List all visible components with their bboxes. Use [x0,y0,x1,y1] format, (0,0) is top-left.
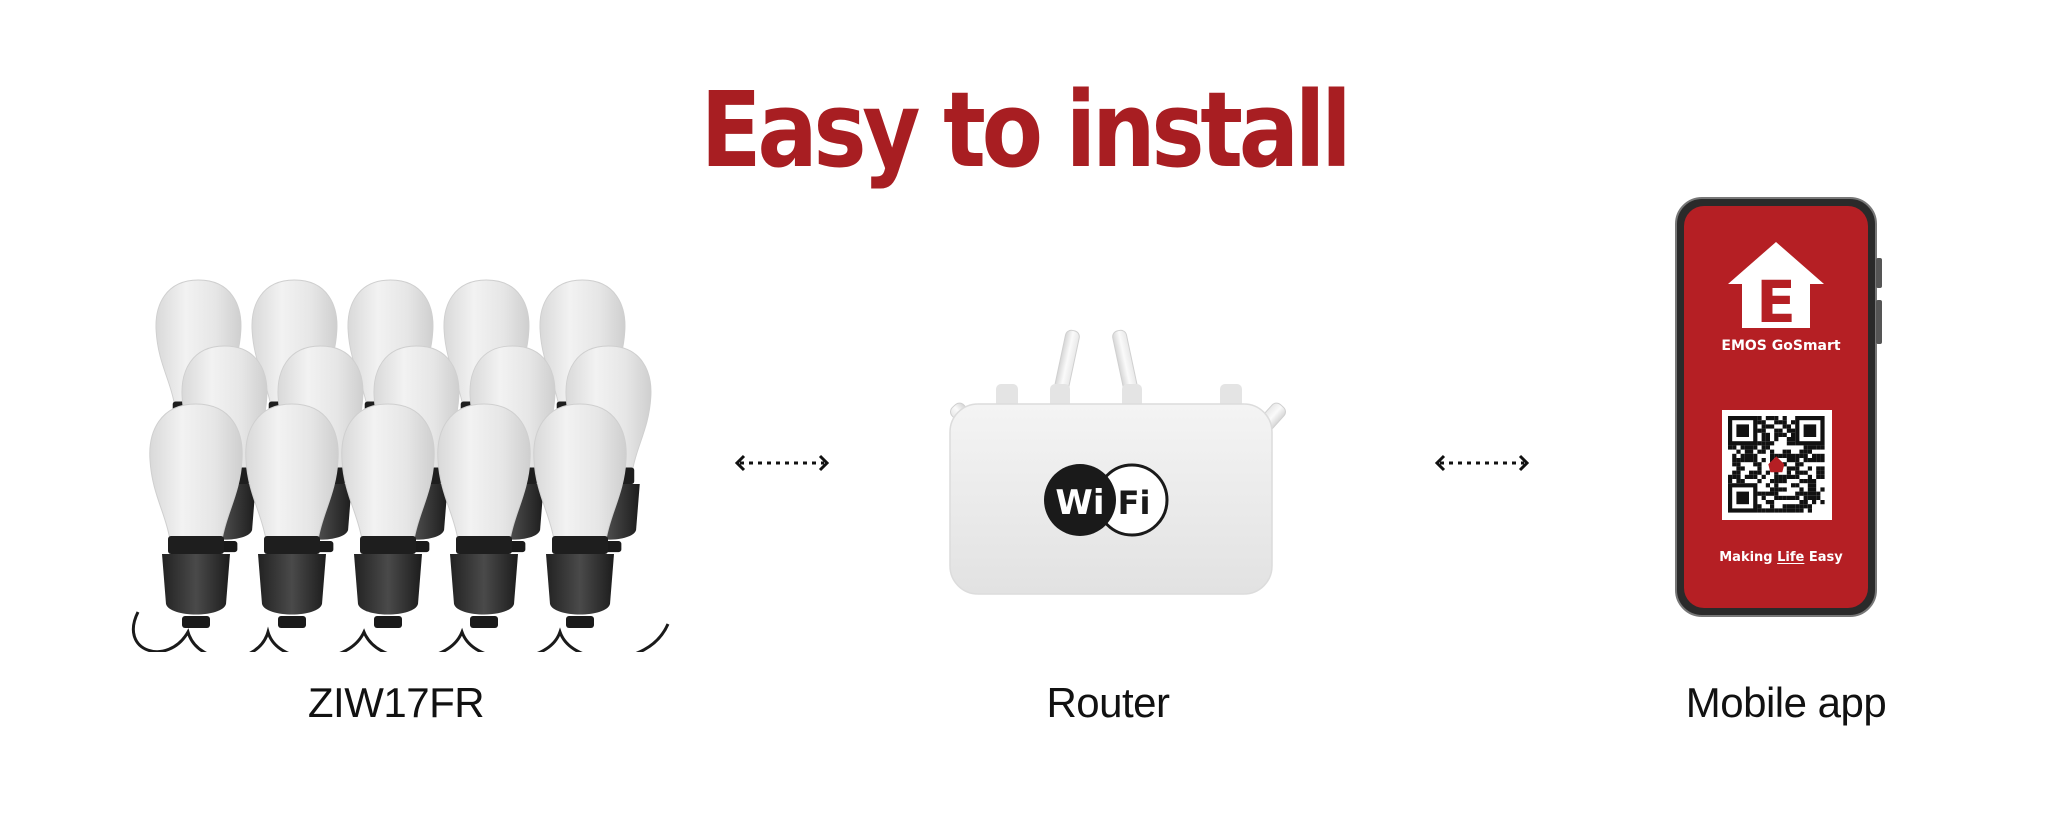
bulb [437,403,531,628]
logo-letter: E [1756,268,1796,336]
app-brand-name: EMOS GoSmart [1721,338,1841,354]
page-title: Easy to install [700,69,1352,191]
string-lights-icon [131,279,670,652]
smartphone-icon: E EMOS GoSmart Making Life Easy [1672,196,1890,620]
bulb [533,403,627,628]
caption-app: Mobile app [1685,679,1887,726]
qr-code-icon [1727,416,1825,513]
caption-router: Router [1046,679,1170,726]
tagline-end: Easy [1804,550,1843,565]
wire [131,611,670,652]
tagline-underlined: Life [1777,550,1805,565]
app-tagline: Making Life Easy [1672,550,1890,565]
wifi-router-icon: Wi Fi [949,329,1286,595]
tagline-start: Making [1719,550,1778,565]
bulb [245,403,339,628]
bulb [149,403,243,628]
house-logo-icon [1728,242,1824,328]
double-arrow-icon [734,454,830,472]
bulb [341,403,435,628]
double-arrow-icon [1434,454,1530,472]
wifi-left-text: Wi [1055,483,1104,523]
caption-device: ZIW17FR [307,679,485,726]
wifi-right-text: Fi [1118,484,1151,522]
